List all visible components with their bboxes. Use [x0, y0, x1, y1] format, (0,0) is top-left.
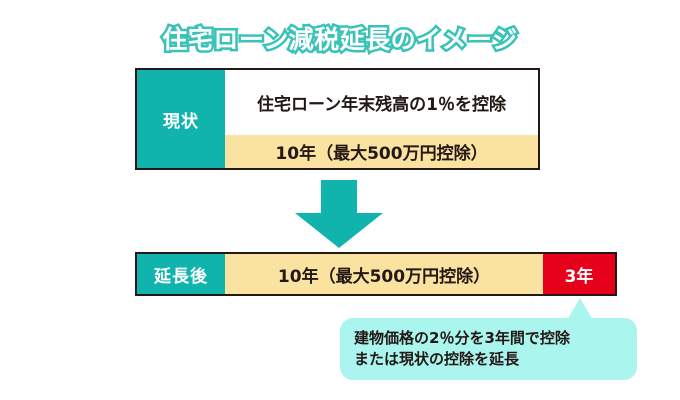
current-state-label: 現状 — [137, 70, 225, 168]
callout-line-1: 建物価格の2％分を3年間で控除 — [354, 328, 570, 347]
current-state-content: 住宅ローン年末残高の1％を控除 10年（最大500万円控除） — [225, 70, 538, 168]
extended-state-box: 延長後 10年（最大500万円控除） 3年 — [135, 252, 617, 296]
extended-extra-years: 3年 — [543, 254, 615, 294]
current-deduction-term: 10年（最大500万円控除） — [225, 135, 538, 168]
page-title: 住宅ローン減税延長のイメージ — [160, 23, 520, 57]
current-state-box: 現状 住宅ローン年末残高の1％を控除 10年（最大500万円控除） — [135, 68, 540, 170]
callout-tail-icon — [566, 298, 594, 322]
current-deduction-rate: 住宅ローン年末残高の1％を控除 — [225, 70, 538, 135]
callout-line-2: または現状の控除を延長 — [354, 350, 520, 368]
extended-deduction-term: 10年（最大500万円控除） — [225, 254, 543, 294]
extended-state-label: 延長後 — [137, 254, 225, 294]
down-arrow-icon — [295, 180, 383, 248]
callout-box: 建物価格の2％分を3年間で控除 または現状の控除を延長 — [340, 318, 637, 380]
